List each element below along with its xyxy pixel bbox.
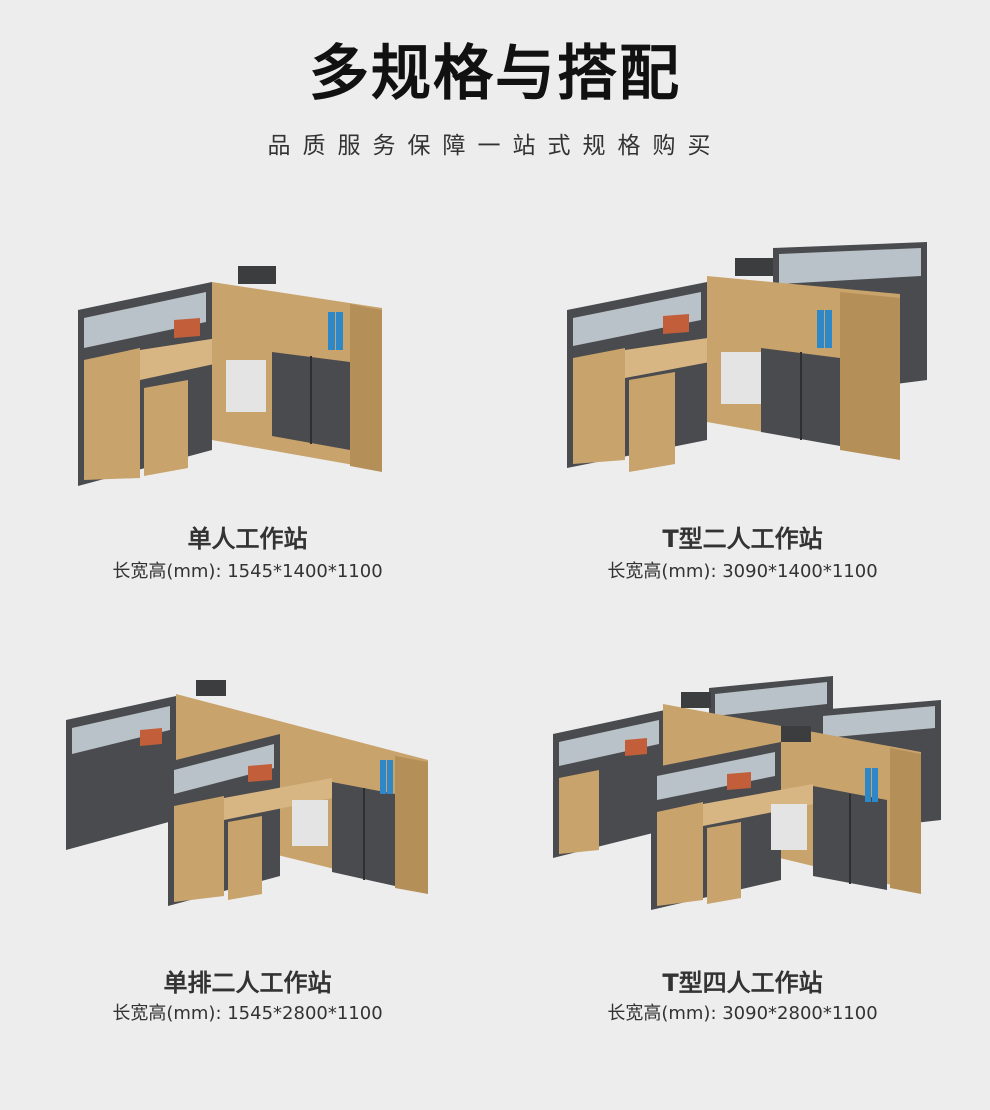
product-name: 单排二人工作站	[163, 969, 332, 997]
product-spec: 长宽高(mm): 3090*1400*1100	[607, 561, 878, 582]
product-spec: 长宽高(mm): 1545*1400*1100	[112, 561, 383, 582]
product-image-single-workstation	[78, 266, 382, 486]
product-card-t-four[interactable]: T型四人工作站 长宽高(mm): 3090*2800*1100	[495, 670, 990, 1110]
product-name: T型四人工作站	[662, 969, 823, 997]
product-card-row-two[interactable]: 单排二人工作站 长宽高(mm): 1545*2800*1100	[0, 670, 495, 1110]
page-subtitle: 品质服务保障一站式规格购买	[267, 133, 723, 159]
product-name: 单人工作站	[187, 525, 308, 553]
product-image-row-two-workstation	[66, 680, 428, 906]
product-image-t-four-workstation	[553, 676, 941, 910]
page-title: 多规格与搭配	[309, 39, 681, 109]
product-card-t-two[interactable]: T型二人工作站 长宽高(mm): 3090*1400*1100	[495, 240, 990, 680]
product-image-t-two-workstation	[567, 242, 927, 472]
product-spec: 长宽高(mm): 1545*2800*1100	[112, 1003, 383, 1024]
product-name: T型二人工作站	[662, 525, 823, 553]
product-spec: 长宽高(mm): 3090*2800*1100	[607, 1003, 878, 1024]
product-card-single[interactable]: 单人工作站 长宽高(mm): 1545*1400*1100	[0, 240, 495, 680]
